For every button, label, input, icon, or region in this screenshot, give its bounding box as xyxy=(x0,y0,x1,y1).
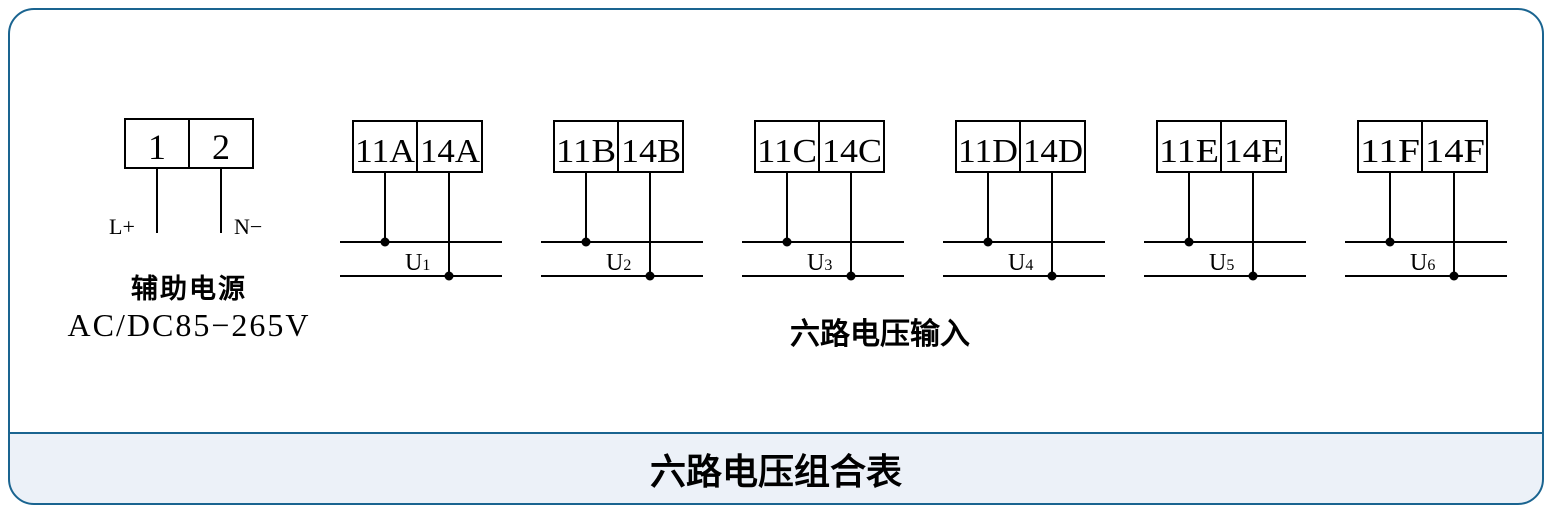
terminal-left-label: 11C xyxy=(757,133,817,170)
outer-frame xyxy=(8,8,1544,505)
terminal-right-label: 14D xyxy=(1023,133,1083,170)
voltage-label: U3 xyxy=(807,250,832,276)
terminal-left-label: 11E xyxy=(1159,133,1219,170)
footer-background xyxy=(9,433,1543,504)
junction-dot xyxy=(444,271,454,281)
terminal-right-label: 14A xyxy=(420,133,480,170)
junction-dot xyxy=(1385,237,1395,247)
junction-dot xyxy=(846,271,856,281)
voltage-label-main: U xyxy=(1008,250,1025,276)
voltage-label-main: U xyxy=(1410,250,1427,276)
terminal-right-label: 14C xyxy=(822,133,882,170)
voltage-label-subscript: 2 xyxy=(623,257,631,274)
voltage-label: U2 xyxy=(606,250,631,276)
junction-dot xyxy=(1449,271,1459,281)
terminal-right-label: 14B xyxy=(621,133,681,170)
voltage-label-main: U xyxy=(1209,250,1226,276)
voltage-label-subscript: 1 xyxy=(422,257,430,274)
voltage-label: U4 xyxy=(1008,250,1033,276)
power-terminal-2: 2 xyxy=(212,127,230,167)
voltage-label-subscript: 3 xyxy=(824,257,832,274)
terminal-left-label: 11B xyxy=(556,133,616,170)
junction-dot xyxy=(983,237,993,247)
junction-dot xyxy=(1047,271,1057,281)
power-title: 辅助电源 xyxy=(131,274,247,305)
voltage-label: U1 xyxy=(405,250,430,276)
terminal-left-label: 11D xyxy=(958,133,1018,170)
voltage-label-subscript: 5 xyxy=(1226,257,1234,274)
terminal-right-label: 14F xyxy=(1425,133,1485,170)
terminal-right-label: 14E xyxy=(1224,133,1284,170)
power-terminal-1: 1 xyxy=(148,127,166,167)
power-label-l: L+ xyxy=(109,214,135,239)
power-label-n: N− xyxy=(234,214,262,239)
footer-title: 六路电压组合表 xyxy=(650,452,902,493)
junction-dot xyxy=(782,237,792,247)
power-supply-block xyxy=(124,118,254,233)
junction-dot xyxy=(645,271,655,281)
voltage-label-subscript: 6 xyxy=(1427,257,1435,274)
junction-dot xyxy=(1184,237,1194,247)
voltage-label-main: U xyxy=(606,250,623,276)
voltage-label: U5 xyxy=(1209,250,1234,276)
power-spec: AC/DC85−265V xyxy=(68,307,311,343)
terminal-left-label: 11A xyxy=(355,133,415,170)
voltage-label-subscript: 4 xyxy=(1025,257,1033,274)
junction-dot xyxy=(581,237,591,247)
junction-dot xyxy=(380,237,390,247)
inputs-title: 六路电压输入 xyxy=(790,317,970,352)
terminal-left-label: 11F xyxy=(1360,133,1420,170)
voltage-label-main: U xyxy=(807,250,824,276)
junction-dot xyxy=(1248,271,1258,281)
voltage-label: U6 xyxy=(1410,250,1435,276)
voltage-label-main: U xyxy=(405,250,422,276)
